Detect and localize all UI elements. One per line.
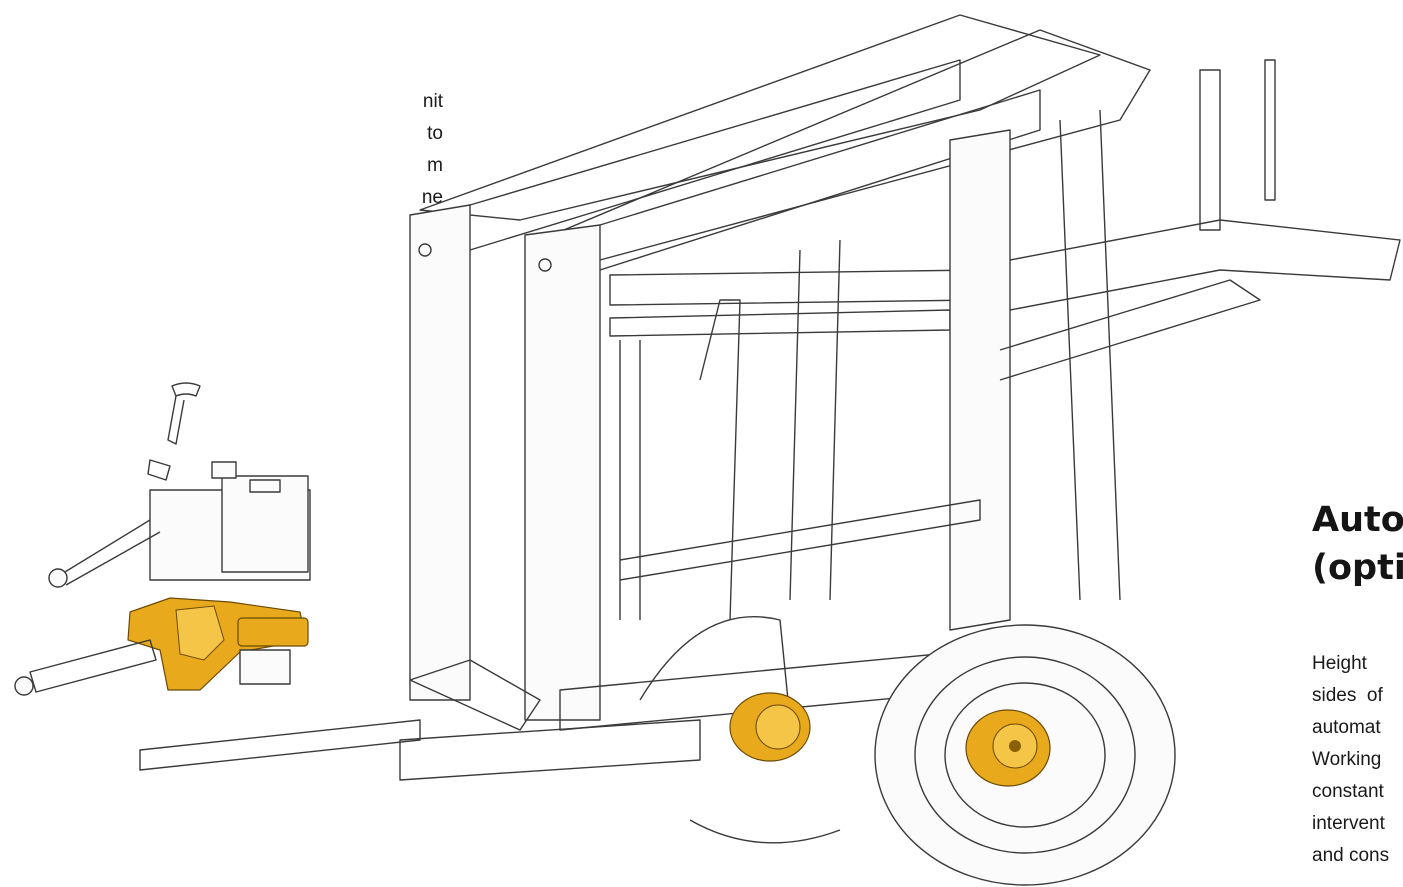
section-heading-line: Autor [1312, 500, 1403, 540]
gearbox-assembly [14, 382, 311, 696]
section-body-line: and cons [1312, 845, 1390, 866]
left-paragraph-line: nit [422, 91, 443, 112]
section-body-line: automat [1312, 717, 1381, 738]
left-paragraph-line: ne [421, 187, 443, 208]
section-body-line: Working [1312, 749, 1382, 770]
section-body-line: Height [1312, 653, 1367, 674]
section-body-line: sides of [1312, 685, 1383, 706]
section-body-line: intervent [1312, 813, 1385, 834]
left-paragraph-line: m [427, 155, 443, 176]
hydraulic-motors [729, 692, 1051, 787]
section-heading-line: (optic [1312, 548, 1403, 588]
section-body: Height sides of automat Working constant… [1312, 648, 1389, 872]
left-paragraph-line: to [427, 123, 443, 144]
section-body-line: constant [1312, 781, 1384, 802]
section-heading: Autor (optic [1312, 496, 1403, 592]
main-frame [139, 14, 1401, 781]
